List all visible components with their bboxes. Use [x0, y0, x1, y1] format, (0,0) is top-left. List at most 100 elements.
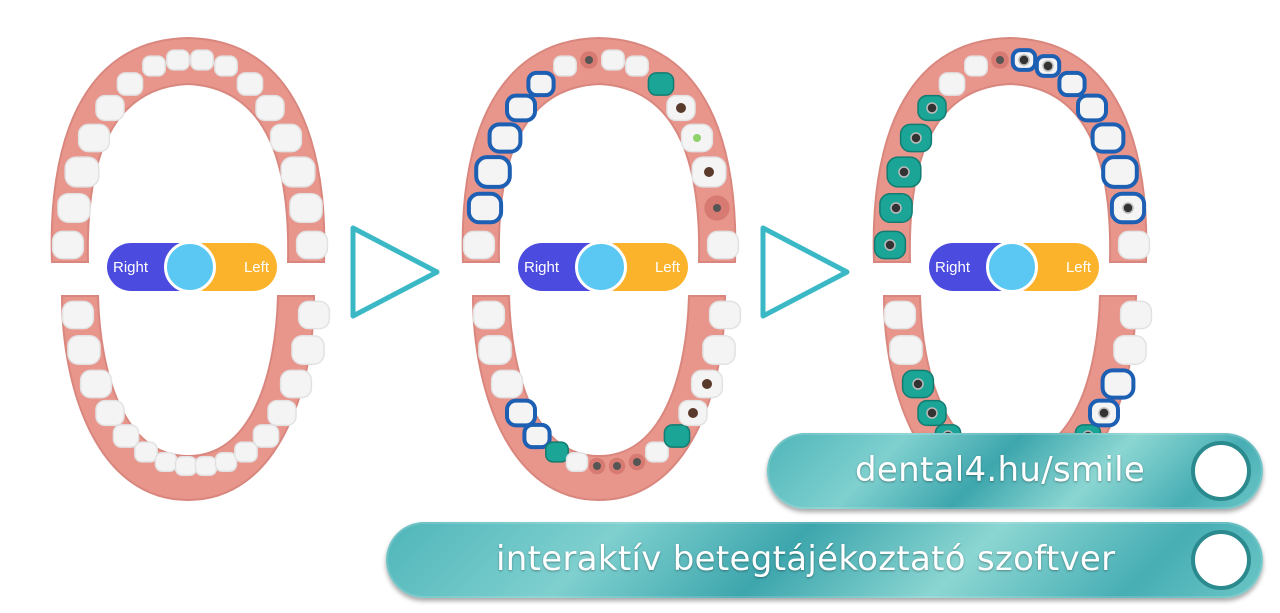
lower-tooth — [1100, 368, 1136, 400]
upper-tooth — [873, 230, 907, 260]
upper-tooth — [1076, 93, 1108, 123]
play-triangle-icon — [350, 225, 440, 319]
side-toggle[interactable]: Right Left — [518, 241, 688, 293]
upper-tooth — [917, 94, 947, 122]
lower-tooth — [1119, 300, 1153, 330]
lower-tooth — [291, 334, 325, 366]
lower-tooth — [690, 369, 724, 399]
upper-tooth — [1109, 191, 1147, 225]
lower-tooth — [67, 334, 101, 366]
upper-tooth — [991, 51, 1009, 69]
dental-chart-healthy: Right Left — [38, 0, 338, 613]
upper-tooth — [466, 191, 504, 225]
upper-tooth — [1090, 122, 1126, 154]
upper-tooth — [190, 49, 214, 71]
lower-tooth — [297, 300, 331, 330]
upper-tooth — [601, 49, 625, 71]
upper-tooth — [899, 123, 933, 153]
upper-tooth — [255, 94, 285, 122]
lower-tooth — [1113, 334, 1147, 366]
lower-tooth — [522, 422, 552, 450]
lower-tooth — [565, 451, 589, 473]
upper-tooth — [505, 93, 537, 123]
lower-tooth — [490, 369, 524, 399]
upper-tooth — [214, 55, 238, 77]
lower-tooth — [678, 399, 708, 427]
toggle-knob[interactable] — [575, 241, 627, 293]
upper-tooth — [166, 49, 190, 71]
upper-tooth — [1010, 48, 1038, 72]
upper-tooth — [51, 230, 85, 260]
lower-tooth — [194, 455, 218, 477]
lower-tooth — [628, 453, 646, 471]
lower-tooth — [112, 424, 140, 448]
lower-tooth — [608, 457, 626, 475]
upper-tooth — [95, 94, 125, 122]
upper-tooth — [879, 192, 913, 224]
lower-tooth — [545, 441, 569, 463]
toggle-knob[interactable] — [986, 241, 1038, 293]
jaw-diagram — [461, 36, 742, 502]
upper-tooth — [886, 156, 922, 188]
upper-tooth — [269, 123, 303, 153]
lower-tooth — [478, 334, 512, 366]
lower-tooth — [645, 441, 669, 463]
lower-tooth — [472, 300, 506, 330]
lower-tooth — [234, 441, 258, 463]
side-toggle[interactable]: Right Left — [929, 241, 1099, 293]
url-link-text[interactable]: dental4.hu/smile — [855, 450, 1146, 490]
upper-tooth — [116, 72, 144, 96]
lower-tooth — [1088, 398, 1120, 428]
upper-tooth — [580, 51, 598, 69]
upper-tooth — [1034, 54, 1062, 78]
upper-tooth — [280, 156, 316, 188]
lower-tooth — [889, 334, 923, 366]
lower-tooth — [267, 399, 297, 427]
upper-tooth — [647, 72, 675, 96]
jaw-diagram — [50, 36, 331, 502]
lower-tooth — [663, 424, 691, 448]
upper-tooth — [142, 55, 166, 77]
upper-tooth — [666, 94, 696, 122]
upper-tooth — [964, 55, 988, 77]
lower-tooth — [505, 398, 537, 428]
upper-tooth — [289, 192, 323, 224]
lower-tooth — [917, 399, 947, 427]
lower-tooth — [883, 300, 917, 330]
url-link-pill[interactable]: dental4.hu/smile — [767, 433, 1263, 509]
upper-tooth — [526, 70, 556, 98]
tagline-text: interaktív betegtájékoztató szoftver — [496, 539, 1116, 579]
lower-tooth — [702, 334, 736, 366]
side-toggle[interactable]: Right Left — [107, 241, 277, 293]
lower-tooth — [79, 369, 113, 399]
toggle-knob[interactable] — [164, 241, 216, 293]
upper-tooth — [295, 230, 329, 260]
play-triangle-icon — [760, 225, 850, 319]
upper-tooth — [77, 123, 111, 153]
upper-tooth — [625, 55, 649, 77]
upper-tooth — [236, 72, 264, 96]
lower-tooth — [134, 441, 158, 463]
tagline-pill: interaktív betegtájékoztató szoftver — [386, 522, 1263, 598]
upper-tooth — [57, 192, 91, 224]
upper-tooth — [487, 122, 523, 154]
upper-tooth — [706, 230, 740, 260]
lower-tooth — [214, 451, 238, 473]
upper-tooth — [553, 55, 577, 77]
lower-tooth — [901, 369, 935, 399]
lower-tooth — [95, 399, 125, 427]
upper-tooth — [704, 195, 730, 221]
upper-tooth — [691, 156, 727, 188]
lower-tooth — [174, 455, 198, 477]
upper-tooth — [1057, 70, 1087, 98]
lower-tooth — [588, 457, 606, 475]
lower-tooth — [279, 369, 313, 399]
upper-tooth — [474, 155, 512, 189]
upper-tooth — [462, 230, 496, 260]
upper-tooth — [64, 156, 100, 188]
upper-tooth — [1101, 155, 1139, 189]
upper-tooth — [938, 72, 966, 96]
lower-tooth — [708, 300, 742, 330]
lower-tooth — [252, 424, 280, 448]
upper-tooth — [1117, 230, 1151, 260]
